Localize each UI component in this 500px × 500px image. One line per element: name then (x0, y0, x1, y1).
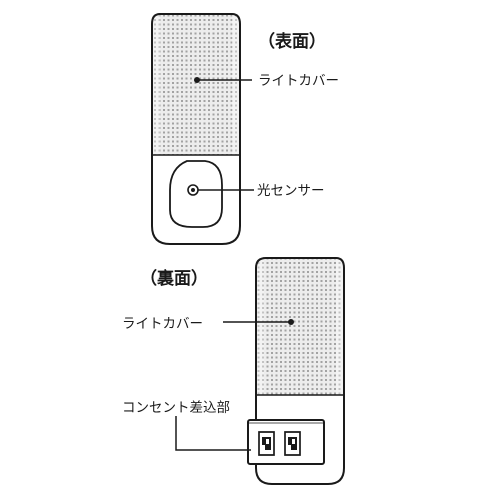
front-light-cover-label: ライトカバー (258, 73, 339, 89)
right-prong (284, 431, 301, 456)
outlet-label: コンセント差込部 (122, 400, 230, 416)
back-heading: （裏面） (140, 268, 208, 289)
sensor-callout: 光センサー (198, 183, 325, 199)
front-light-cover (152, 14, 240, 155)
front-view: （表面） ライトカバー 光センサー (151, 13, 339, 245)
front-heading: （表面） (258, 31, 326, 52)
back-light-cover (256, 258, 344, 395)
back-light-cover-callout: ライトカバー (122, 316, 294, 332)
back-body-outline (255, 257, 345, 485)
front-body-outline (151, 13, 241, 245)
back-view: （裏面） ライトカバー コンセント差込部 (122, 257, 345, 485)
back-light-cover-label: ライトカバー (122, 316, 203, 332)
sensor-label: 光センサー (257, 183, 325, 199)
outlet-callout: コンセント差込部 (122, 400, 251, 451)
front-light-cover-callout: ライトカバー (194, 73, 339, 89)
left-prong (258, 431, 275, 456)
light-sensor (187, 184, 199, 196)
